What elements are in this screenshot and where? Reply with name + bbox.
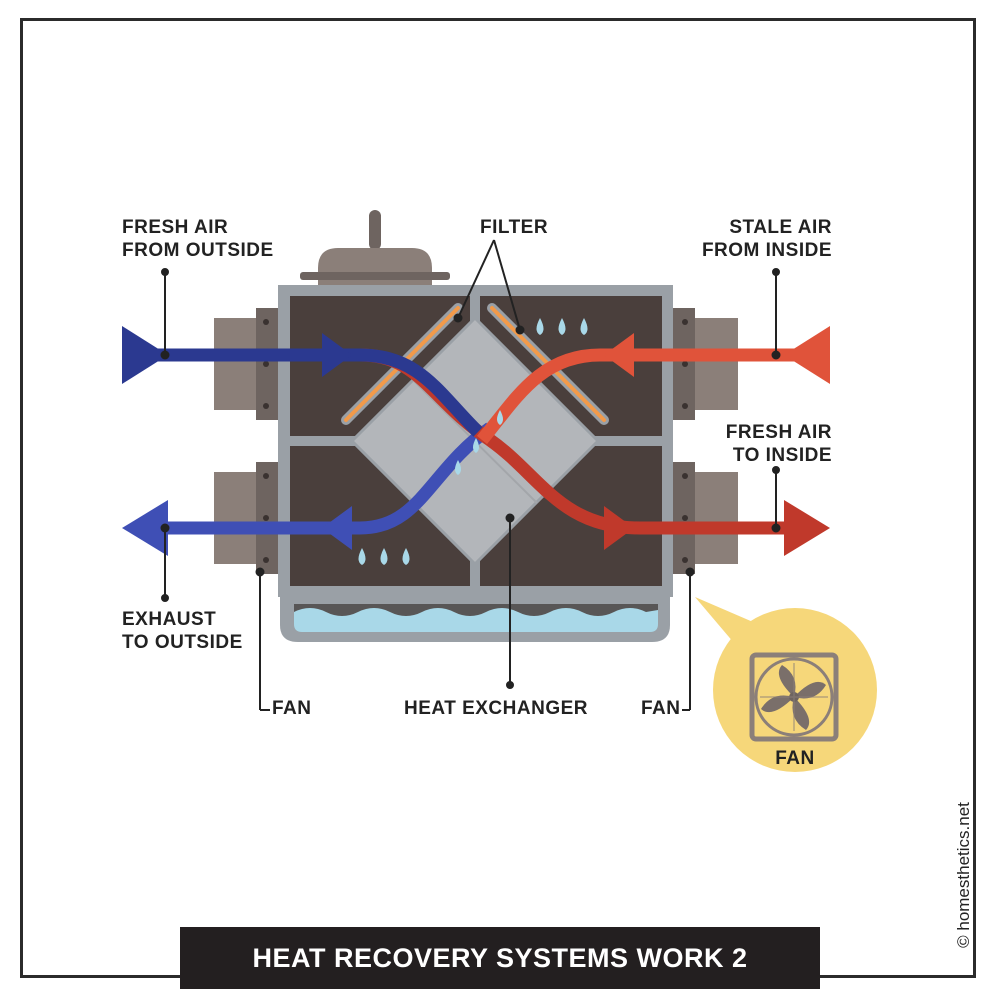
title-bar: HEAT RECOVERY SYSTEMS WORK 2: [180, 927, 820, 989]
label-exhaust-line1: EXHAUST: [122, 609, 217, 630]
label-exhaust-line2: TO OUTSIDE: [122, 632, 243, 653]
label-heat-exchanger: HEAT EXCHANGER: [404, 698, 588, 719]
fan-icon: [749, 652, 839, 742]
label-fan-left: FAN: [272, 698, 312, 719]
left-ports: [214, 308, 278, 574]
label-stale-air-line1: STALE AIR: [729, 217, 832, 238]
fresh-air-inside-interior-arrowhead: [604, 506, 634, 550]
fresh-air-outside-arrowhead: [122, 326, 168, 384]
stale-air-airflow: [476, 348, 800, 445]
label-fresh-air-to-inside: FRESH AIR TO INSIDE: [690, 421, 832, 467]
fresh-air-inside-arrowhead: [784, 500, 830, 556]
credit-text: © homesthetics.net: [954, 802, 973, 948]
condensation-droplets: [358, 318, 588, 565]
label-fresh-air-from-outside-line2: FROM OUTSIDE: [122, 240, 274, 261]
credit-watermark: © homesthetics.net: [949, 780, 979, 970]
label-exhaust-to-outside: EXHAUST TO OUTSIDE: [122, 608, 243, 654]
label-fresh-air-from-outside: FRESH AIR FROM OUTSIDE: [122, 216, 274, 262]
label-stale-air-from-inside: STALE AIR FROM INSIDE: [680, 216, 832, 262]
motor: [300, 210, 450, 292]
fresh-air-interior-arrowhead: [322, 333, 352, 377]
label-fresh-air-from-outside-line1: FRESH AIR: [122, 217, 229, 238]
stale-air-arrowhead: [784, 326, 830, 384]
label-fresh-air-to-inside-line1: FRESH AIR: [725, 422, 832, 443]
stale-air-interior-arrowhead: [604, 333, 634, 377]
exhaust-arrowhead: [122, 500, 168, 556]
drain-pan: [280, 597, 670, 642]
exhaust-airflow: [150, 422, 494, 535]
label-fan-callout: FAN: [775, 748, 815, 769]
leader-lines: [160, 239, 781, 711]
label-stale-air-line2: FROM INSIDE: [701, 240, 832, 261]
exhaust-interior-arrowhead: [322, 506, 352, 550]
right-ports: [673, 308, 738, 574]
label-fan-right: FAN: [641, 698, 681, 719]
fresh-air-intake-cold-segment: [150, 348, 483, 437]
page-title: HEAT RECOVERY SYSTEMS WORK 2: [252, 942, 748, 973]
label-filter: FILTER: [480, 217, 549, 238]
label-fresh-air-to-inside-line2: TO INSIDE: [732, 445, 832, 466]
